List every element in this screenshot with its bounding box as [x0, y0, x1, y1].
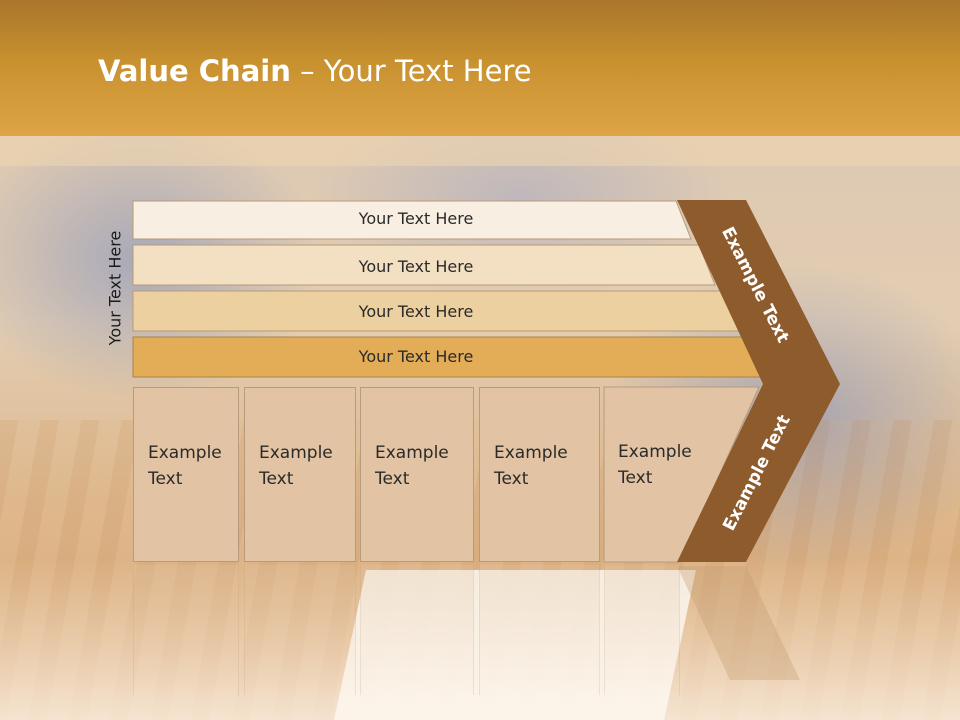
bar-label-2: Your Text Here	[358, 257, 474, 276]
box-4-line2: Text	[494, 469, 529, 489]
box-3-line2: Text	[375, 469, 410, 489]
title-rest: – Your Text Here	[290, 54, 532, 88]
bar-2	[132, 244, 716, 286]
box-1-line2: Text	[148, 469, 183, 489]
bar-1	[132, 200, 692, 240]
box-2-reflection	[244, 565, 356, 695]
header-veil	[0, 136, 960, 166]
chevron-reflection	[677, 566, 800, 680]
box-4-reflection	[479, 565, 600, 695]
box-2-line1: Example	[259, 443, 333, 463]
title-bold: Value Chain	[98, 54, 291, 88]
box-1-line1: Example	[148, 443, 222, 463]
box-4-line1: Example	[494, 443, 568, 463]
box-2-line2: Text	[259, 469, 294, 489]
bar-label-3: Your Text Here	[358, 302, 474, 321]
slide-title: Value Chain – Your Text Here	[98, 54, 532, 88]
box-3-line1: Example	[375, 443, 449, 463]
header-band: Value Chain – Your Text Here	[0, 0, 960, 136]
box-5-reflection	[604, 565, 680, 695]
box-5-line1: Example	[618, 442, 692, 462]
bar-label-4: Your Text Here	[358, 347, 474, 366]
background-fade	[0, 560, 960, 720]
box-1-reflection	[133, 565, 239, 695]
box-3-reflection	[360, 565, 474, 695]
bar-label-1: Your Text Here	[358, 209, 474, 228]
chevron-shape	[677, 200, 840, 562]
box-5-line2: Text	[618, 468, 653, 488]
